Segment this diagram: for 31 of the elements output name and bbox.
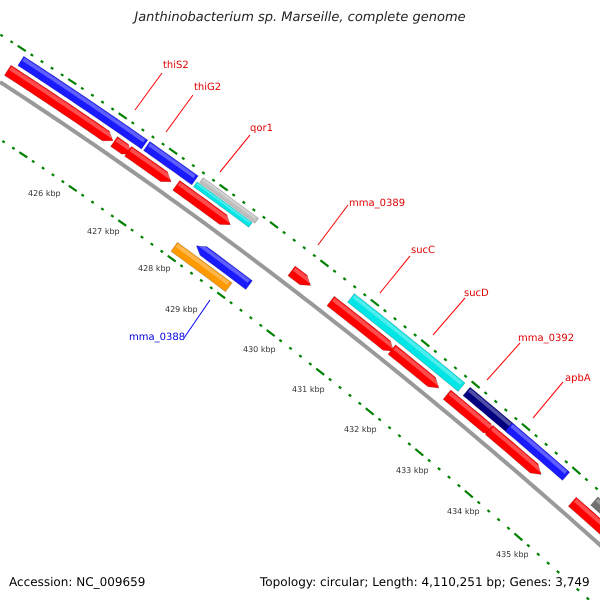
tick-label: 427 kbp bbox=[87, 228, 120, 236]
leader-line bbox=[184, 300, 210, 338]
tick-label: 431 kbp bbox=[292, 386, 325, 394]
tick-label: 429 kbp bbox=[165, 306, 198, 314]
info-text: Accession: NC_009659 bbox=[9, 576, 146, 588]
map-title: Janthinobacterium sp. Marseille, complete genome bbox=[131, 11, 467, 24]
leader-line bbox=[134, 72, 162, 110]
tick-label: 433 kbp bbox=[396, 467, 429, 475]
gene-label: mma_0392 bbox=[518, 334, 574, 344]
gene-label: qor1 bbox=[250, 124, 273, 134]
info-text: Topology: circular; Length: 4,110,251 bp; Genes: 3,749 bbox=[260, 576, 590, 588]
tick-label: 434 kbp bbox=[447, 508, 480, 516]
leader-line bbox=[166, 94, 194, 132]
gene-label: mma_0389 bbox=[349, 199, 406, 209]
leader-line bbox=[432, 298, 466, 336]
tick-label: 432 kbp bbox=[344, 426, 377, 434]
tick-label: 426 kbp bbox=[28, 190, 61, 198]
gene-label: thiG2 bbox=[194, 83, 222, 93]
gene-label: mma_0388 bbox=[129, 333, 186, 343]
tick-label: 428 kbp bbox=[138, 265, 171, 273]
gene-label: sucC bbox=[411, 246, 436, 256]
leader-line bbox=[220, 134, 250, 172]
tick-label: 435 kbp bbox=[496, 551, 529, 559]
tick-label: 430 kbp bbox=[243, 346, 276, 354]
gene-label: thiS2 bbox=[163, 61, 189, 71]
leader-line bbox=[380, 256, 410, 294]
leader-line bbox=[318, 204, 348, 246]
gene-label: apbA bbox=[565, 374, 591, 384]
leader-line bbox=[532, 382, 564, 418]
gene-label: sucD bbox=[464, 289, 489, 299]
leader-line bbox=[486, 342, 520, 380]
